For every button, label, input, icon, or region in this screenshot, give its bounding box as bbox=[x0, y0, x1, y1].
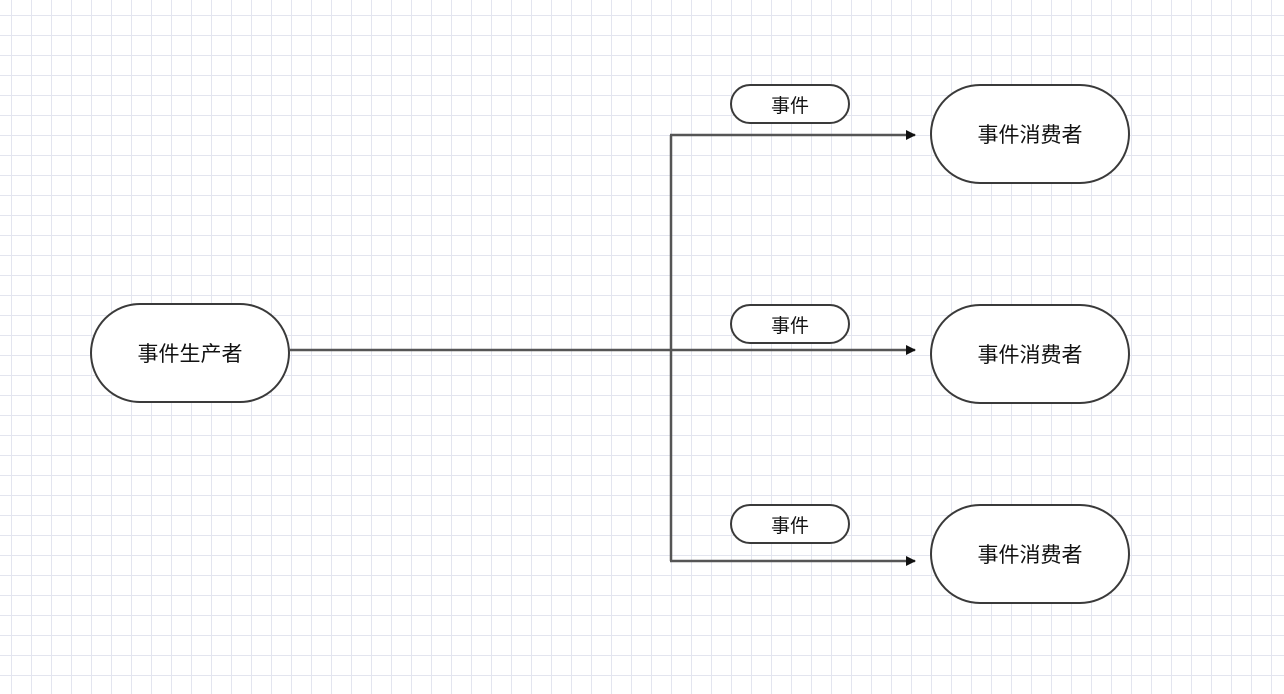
event-consumer-label: 事件消费者 bbox=[977, 543, 1083, 567]
event-label-text: 事件 bbox=[770, 94, 809, 117]
event-producer-label: 事件生产者 bbox=[137, 342, 243, 366]
event-label-text: 事件 bbox=[770, 314, 809, 337]
event-consumer-label: 事件消费者 bbox=[977, 123, 1083, 147]
event-producer-node[interactable]: 事件生产者 bbox=[90, 303, 290, 403]
event-label-2[interactable]: 事件 bbox=[730, 304, 850, 344]
event-consumer-node-3[interactable]: 事件消费者 bbox=[930, 504, 1130, 604]
event-label-text: 事件 bbox=[770, 514, 809, 537]
event-label-1[interactable]: 事件 bbox=[730, 84, 850, 124]
event-label-3[interactable]: 事件 bbox=[730, 504, 850, 544]
event-consumer-node-1[interactable]: 事件消费者 bbox=[930, 84, 1130, 184]
event-consumer-label: 事件消费者 bbox=[977, 343, 1083, 367]
event-consumer-node-2[interactable]: 事件消费者 bbox=[930, 304, 1130, 404]
